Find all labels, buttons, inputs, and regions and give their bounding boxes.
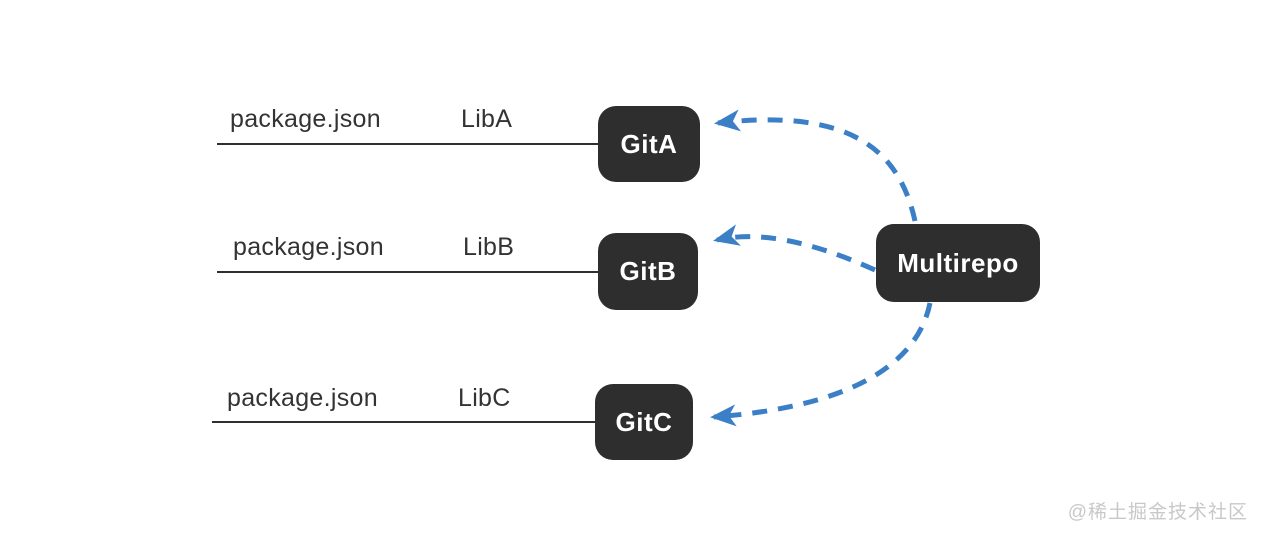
arrow-multirepo-to-gitc <box>710 302 933 427</box>
watermark-text: @稀土掘金技术社区 <box>1067 502 1248 523</box>
libb-label: LibB <box>463 233 515 261</box>
package-json-label-a: package.json <box>230 105 381 133</box>
row-b-underline <box>217 271 598 273</box>
arrow-multirepo-to-gita <box>714 109 918 222</box>
gita-node: GitA <box>598 106 700 182</box>
arrow-multirepo-to-gitb <box>713 224 877 273</box>
package-json-label-c: package.json <box>227 384 378 412</box>
libc-label: LibC <box>458 384 511 412</box>
package-json-label-b: package.json <box>233 233 384 261</box>
gitc-node: GitC <box>595 384 693 460</box>
multirepo-node: Multirepo <box>876 224 1040 302</box>
liba-label: LibA <box>461 105 513 133</box>
gitb-node: GitB <box>598 233 698 310</box>
row-a-underline <box>217 143 598 145</box>
row-c-underline <box>212 421 595 423</box>
